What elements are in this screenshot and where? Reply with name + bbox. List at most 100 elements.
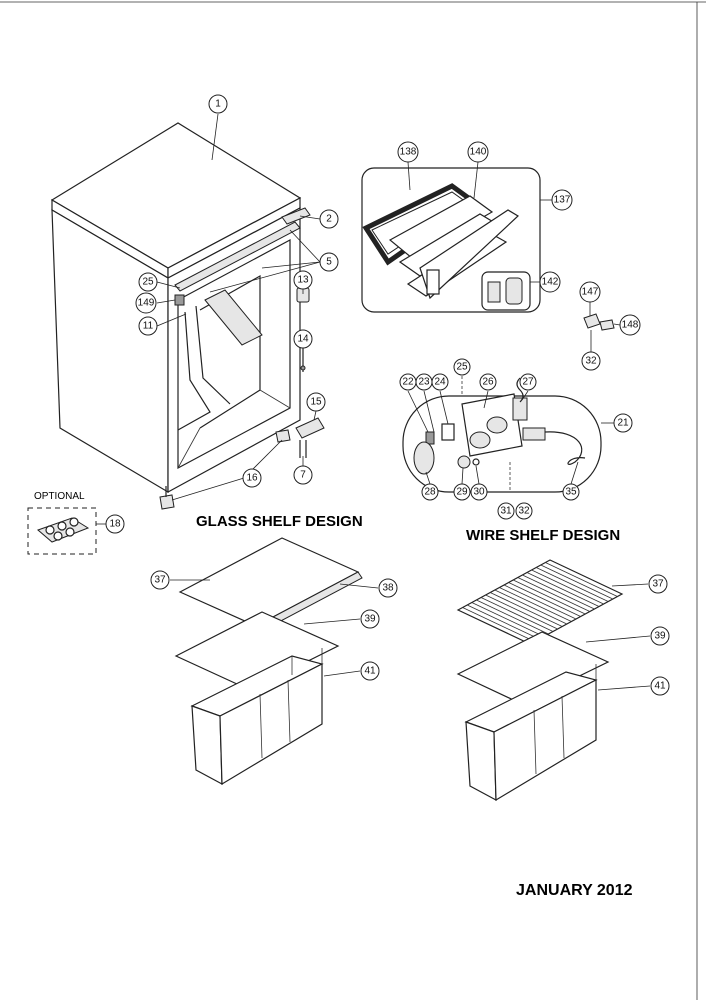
glass-shelf xyxy=(178,537,360,627)
part-28-knob xyxy=(413,441,435,475)
glass-crisper-side xyxy=(191,705,223,786)
callout-39-glass: 39 xyxy=(360,609,380,629)
evaporator-rail xyxy=(204,289,263,346)
callout-14-label: 14 xyxy=(297,334,309,345)
callout-37-glass: 37 xyxy=(150,570,170,590)
callout-41-wire: 41 xyxy=(650,676,670,696)
callout-140: 140 xyxy=(467,141,489,163)
wire-rod xyxy=(494,589,567,625)
callout-137: 137 xyxy=(551,189,573,211)
leader xyxy=(156,313,187,327)
wire-crisper-side xyxy=(465,721,497,802)
wire-rod xyxy=(490,592,563,627)
glass-crisper-cover xyxy=(174,611,340,691)
optional-box xyxy=(27,507,97,555)
leader-lines xyxy=(96,113,651,691)
callout-138: 138 xyxy=(397,141,419,163)
leader xyxy=(209,261,321,293)
callout-27: 27 xyxy=(519,373,537,391)
callout-138-label: 138 xyxy=(400,147,417,158)
leader xyxy=(407,161,411,191)
egg-cup xyxy=(57,521,67,531)
leader xyxy=(323,670,361,677)
crisper-rib xyxy=(561,695,565,759)
callout-37-wire-label: 37 xyxy=(652,579,664,590)
callout-11: 11 xyxy=(138,316,158,336)
leg-16-front xyxy=(159,494,175,510)
callout-18: 18 xyxy=(105,514,125,534)
callout-149-label: 149 xyxy=(138,298,155,309)
callout-16: 16 xyxy=(242,468,262,488)
callout-27-label: 27 xyxy=(522,377,534,388)
callout-24: 24 xyxy=(431,373,449,391)
callout-11-label: 11 xyxy=(143,321,154,332)
egg-cup xyxy=(45,525,55,535)
door-assembly xyxy=(361,167,541,313)
leader xyxy=(299,215,321,220)
callout-38: 38 xyxy=(378,578,398,598)
callout-2-label: 2 xyxy=(326,214,332,225)
callout-149: 149 xyxy=(135,292,157,314)
part-27-coil xyxy=(512,397,528,421)
leader xyxy=(439,390,449,425)
callout-1: 1 xyxy=(208,94,228,114)
door-assembly-frame xyxy=(361,167,541,313)
callout-31: 31 xyxy=(497,502,515,520)
wire-rod xyxy=(540,564,613,600)
control-knob-recess-2 xyxy=(486,416,508,434)
bracket-15-part xyxy=(295,417,325,439)
callout-13: 13 xyxy=(293,270,313,290)
callout-26: 26 xyxy=(479,373,497,391)
part-30-washer xyxy=(472,458,480,466)
door-handle-part xyxy=(487,281,501,303)
callout-29: 29 xyxy=(453,483,471,501)
callout-140-label: 140 xyxy=(470,147,487,158)
callout-30: 30 xyxy=(470,483,488,501)
callout-32-bottom: 32 xyxy=(515,502,533,520)
wire-rod xyxy=(476,599,549,635)
callout-5: 5 xyxy=(319,252,339,272)
callout-29-label: 29 xyxy=(456,487,468,498)
control-box xyxy=(402,376,602,493)
callout-37-wire: 37 xyxy=(648,574,668,594)
callout-22-label: 22 xyxy=(402,377,414,388)
callout-7: 7 xyxy=(293,465,313,485)
refrigerator-cabinet xyxy=(50,122,325,510)
crisper-rib xyxy=(259,693,263,759)
callout-1-label: 1 xyxy=(215,99,221,110)
egg-cup xyxy=(53,531,63,541)
egg-tray-group: OPTIONAL xyxy=(27,491,97,555)
callout-18-label: 18 xyxy=(109,519,121,530)
leader xyxy=(339,583,379,589)
callout-30-label: 30 xyxy=(473,487,485,498)
leader xyxy=(473,161,479,199)
leader xyxy=(303,618,361,625)
wire-rod xyxy=(522,574,595,610)
leader xyxy=(171,477,245,501)
wire-rod xyxy=(536,567,609,602)
glass-shelf-heading: GLASS SHELF DESIGN xyxy=(196,513,363,530)
callout-13-label: 13 xyxy=(297,275,309,286)
callout-21-label: 21 xyxy=(617,418,629,429)
wire-rod xyxy=(513,579,586,615)
callout-24-label: 24 xyxy=(434,377,446,388)
callout-25-cabinet-label: 25 xyxy=(142,277,154,288)
callout-142: 142 xyxy=(539,271,561,293)
leader xyxy=(211,113,219,161)
callout-38-label: 38 xyxy=(382,583,394,594)
leader xyxy=(289,229,321,263)
callout-39-wire-label: 39 xyxy=(654,631,666,642)
wire-rod xyxy=(467,604,540,640)
callout-41-wire-label: 41 xyxy=(654,681,666,692)
callout-21: 21 xyxy=(613,413,633,433)
part-35-wire xyxy=(544,431,586,465)
callout-37-glass-label: 37 xyxy=(154,575,166,586)
part-22-shape xyxy=(425,431,435,445)
callout-26-label: 26 xyxy=(482,377,494,388)
callout-16-label: 16 xyxy=(246,473,258,484)
leader xyxy=(156,281,181,289)
part-27-spring xyxy=(516,377,524,403)
callout-147: 147 xyxy=(579,281,601,303)
callout-31-label: 31 xyxy=(500,506,512,517)
